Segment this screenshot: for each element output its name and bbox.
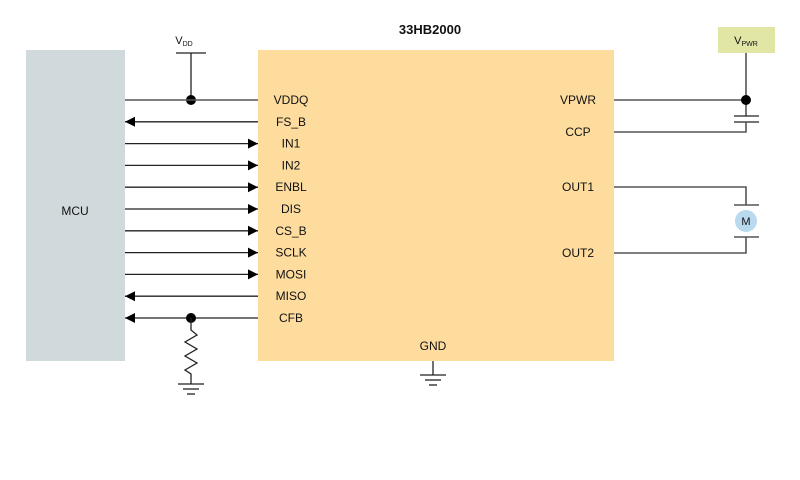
vpwr-supply: VPWR [718,27,775,116]
ground-icon [178,383,204,395]
pin-row-in2: IN2 [125,158,301,172]
pin-label-cs-b: CS_B [275,224,306,238]
pin-label-vpwr: VPWR [560,93,596,107]
arrow-right-icon [248,138,258,149]
arrow-right-icon [248,182,258,193]
arrow-right-icon [248,204,258,214]
svg-text:VPWR: VPWR [734,35,758,48]
pin-label-out2: OUT2 [562,246,594,260]
pin-label-mosi: MOSI [276,267,307,281]
pin-row-miso: MISO [125,289,306,303]
arrow-right-icon [248,247,258,258]
pulldown-resistor [183,313,199,384]
pin-label-enbl: ENBL [275,180,307,194]
pin-label-miso: MISO [276,289,307,303]
pin-row-in1: IN1 [125,137,301,151]
svg-text:M: M [741,216,750,228]
pin-row-vddq: VDDQ [125,93,308,107]
pin-row-sclk: SCLK [125,246,307,260]
pin-row-enbl: ENBL [125,180,307,194]
vdd-supply: VDD [175,35,206,105]
junction-dot [741,95,751,105]
mcu-label: MCU [61,204,88,218]
arrow-right-icon [248,225,258,236]
arrow-right-icon [248,269,258,280]
arrow-left-icon [125,313,135,323]
pin-row-fs-b: FS_B [125,115,306,129]
pin-label-sclk: SCLK [275,246,306,260]
ground-icon [420,361,446,386]
arrow-right-icon [248,160,258,171]
pin-row-cs-b: CS_B [125,224,307,238]
pin-row-mosi: MOSI [125,267,306,281]
pin-label-in1: IN1 [282,137,301,151]
svg-text:VDD: VDD [175,35,192,48]
capacitor-icon [734,115,759,123]
pin-label-dis: DIS [281,202,301,216]
arrow-left-icon [125,291,135,302]
chip-block [258,50,614,361]
chip-title: 33HB2000 [399,22,461,37]
pin-row-dis: DIS [125,202,301,216]
arrow-left-icon [125,116,135,127]
pin-label-ccp: CCP [565,125,590,139]
mcu-block [26,50,125,361]
pin-label-gnd: GND [420,339,447,353]
pin-label-fs-b: FS_B [276,115,306,129]
pin-label-in2: IN2 [282,158,301,172]
pin-label-out1: OUT1 [562,180,594,194]
pin-label-vddq: VDDQ [274,93,309,107]
pin-label-cfb: CFB [279,311,303,325]
motor-icon: M [734,204,759,238]
